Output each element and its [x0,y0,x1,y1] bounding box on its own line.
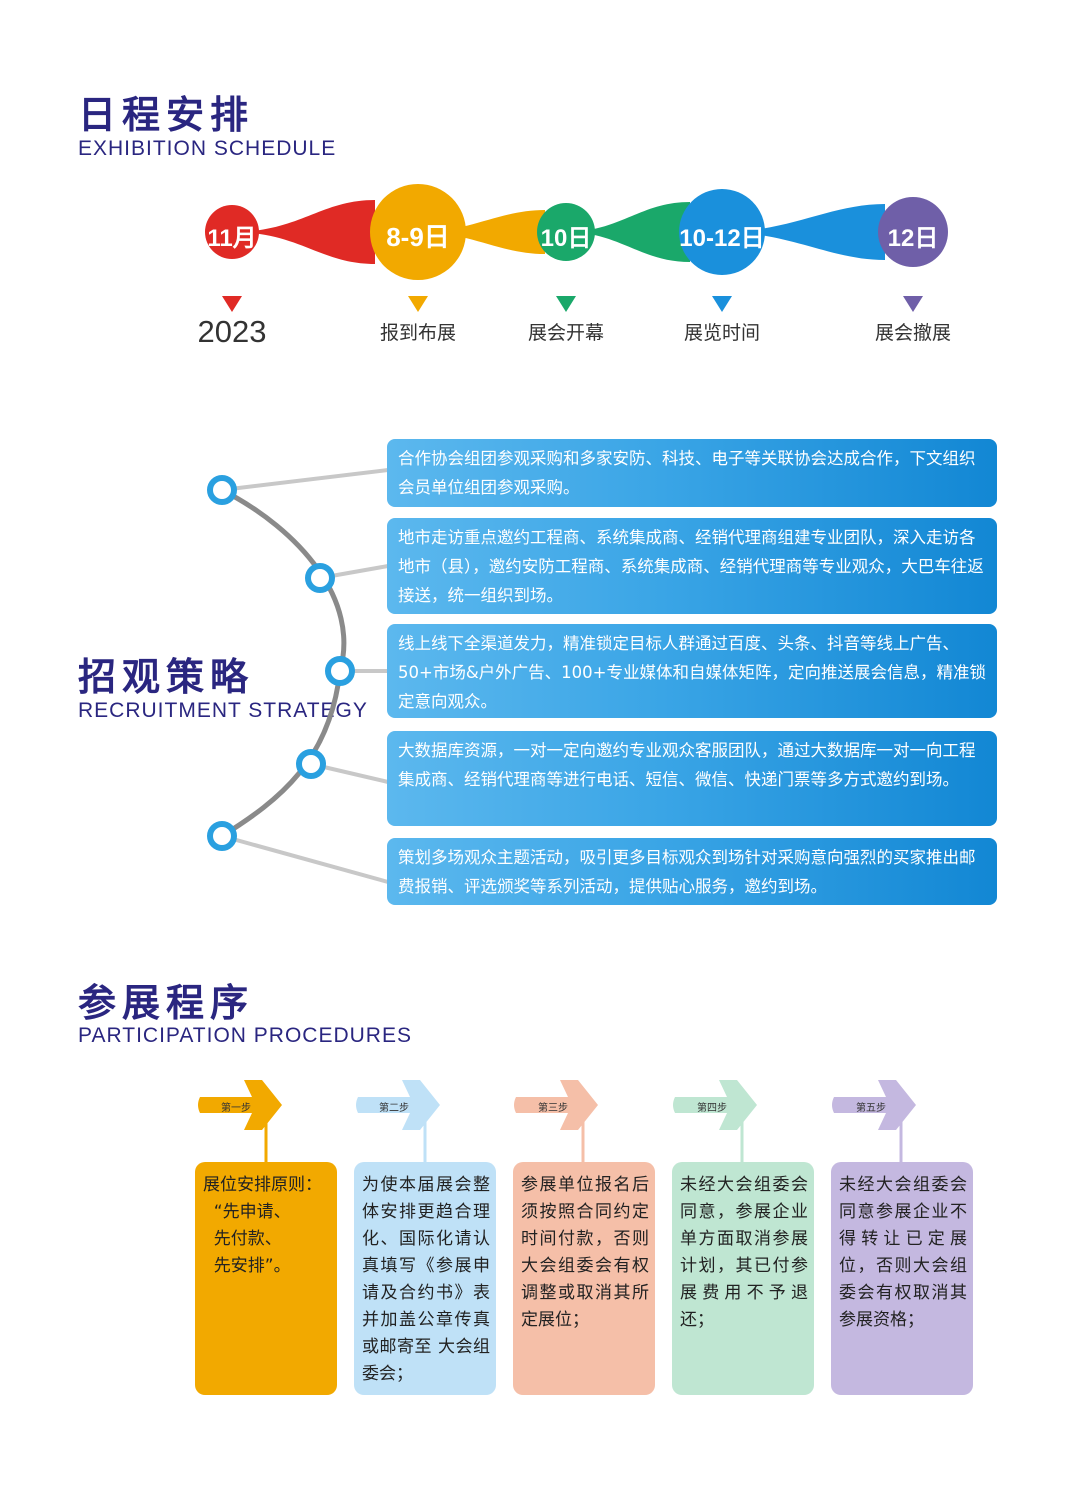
timeline-node-4 [679,189,765,275]
procedure-card-3: 参展单位报名后须按照合同约定时间付款，否则大会组委会有权调整或取消其所定展位； [513,1162,655,1395]
strategy-node [207,821,237,851]
timeline-node-text: 11月 [207,225,257,252]
strategy-item-3: 线上线下全渠道发力，精准锁定目标人群通过百度、头条、抖音等线上广告、50+市场&… [387,624,997,718]
timeline-marker [712,296,732,312]
strategy-item-5: 策划多场观众主题活动，吸引更多目标观众到场针对采购意向强烈的买家推出邮费报销、评… [387,838,997,905]
step-arrow-4 [673,1080,757,1130]
procedure-card-2: 为使本届展会整体安排更趋合理化、国际化请认真填写《参展申请及合约书》表并加盖公章… [354,1162,496,1395]
step-tag-1: 第一步 [221,1103,251,1114]
timeline-node-5 [878,197,948,267]
timeline-node-text: 12日 [887,225,939,252]
timeline-node-text: 10日 [540,225,592,252]
strategy-node [296,749,326,779]
strategy-connector-graphic [207,468,389,884]
step-tag-5: 第五步 [856,1103,886,1114]
timeline-node-text: 8-9日 [386,222,450,252]
strategy-node [305,563,335,593]
strategy-item-1: 合作协会组团参观采购和多家安防、科技、电子等关联协会达成合作，下文组织会员单位组… [387,439,997,507]
timeline-label: 展会撤展 [874,322,951,344]
timeline-label: 展览时间 [683,322,760,344]
procedures-subtitle: PARTICIPATION PROCEDURES [78,1024,412,1047]
procedure-card-1: 展位安排原则： “先申请、 先付款、 先安排”。 [195,1162,337,1395]
timeline-node-3 [537,203,595,261]
strategy-connector-line [221,468,389,492]
timeline-connector [420,210,545,254]
timeline-label: 展会开幕 [527,322,604,344]
step-arrow-3 [514,1080,598,1130]
timeline-marker [222,296,242,312]
strategy-node [325,656,355,686]
timeline-marker [556,296,576,312]
step-tag-4: 第四步 [697,1103,727,1114]
timeline-node-text: 10-12日 [679,225,765,252]
strategy-item-4: 大数据库资源，一对一定向邀约专业观众客服团队，通过大数据库一对一向工程集成商、经… [387,731,997,826]
timeline-connector [566,202,690,262]
step-arrow-5 [832,1080,916,1130]
step-arrow-2 [356,1080,440,1130]
step-arrow-1 [198,1080,282,1130]
schedule-title: 日程安排 [78,93,255,137]
procedure-card-4: 未经大会组委会同意，参展企业单方面取消参展计划，其已付参展费用不予退还； [672,1162,814,1395]
strategy-subtitle: RECRUITMENT STRATEGY [78,699,368,722]
strategy-arc [220,487,347,839]
procedure-card-5: 未经大会组委会同意参展企业不得转让已定展位，否则大会组委会有权取消其参展资格； [831,1162,973,1395]
timeline-year: 2023 [197,314,267,349]
procedure-arrows-graphic [198,1080,916,1162]
timeline-graphic [205,184,948,280]
timeline-label: 报到布展 [379,322,456,344]
step-tag-2: 第二步 [379,1103,409,1114]
timeline-node-2 [370,184,466,280]
strategy-connector-line [221,834,389,884]
strategy-title: 招观策略 [78,655,255,699]
timeline-connector [232,200,375,264]
timeline-connector [722,204,885,260]
strategy-item-2: 地市走访重点邀约工程商、系统集成商、经销代理商组建专业团队，深入走访各地市（县）… [387,518,997,614]
procedures-title: 参展程序 [78,981,255,1025]
strategy-node [207,475,237,505]
schedule-subtitle: EXHIBITION SCHEDULE [78,137,337,160]
timeline-marker [903,296,923,312]
timeline-node-1 [205,205,259,259]
step-tag-3: 第三步 [538,1103,568,1114]
timeline-marker [408,296,428,312]
